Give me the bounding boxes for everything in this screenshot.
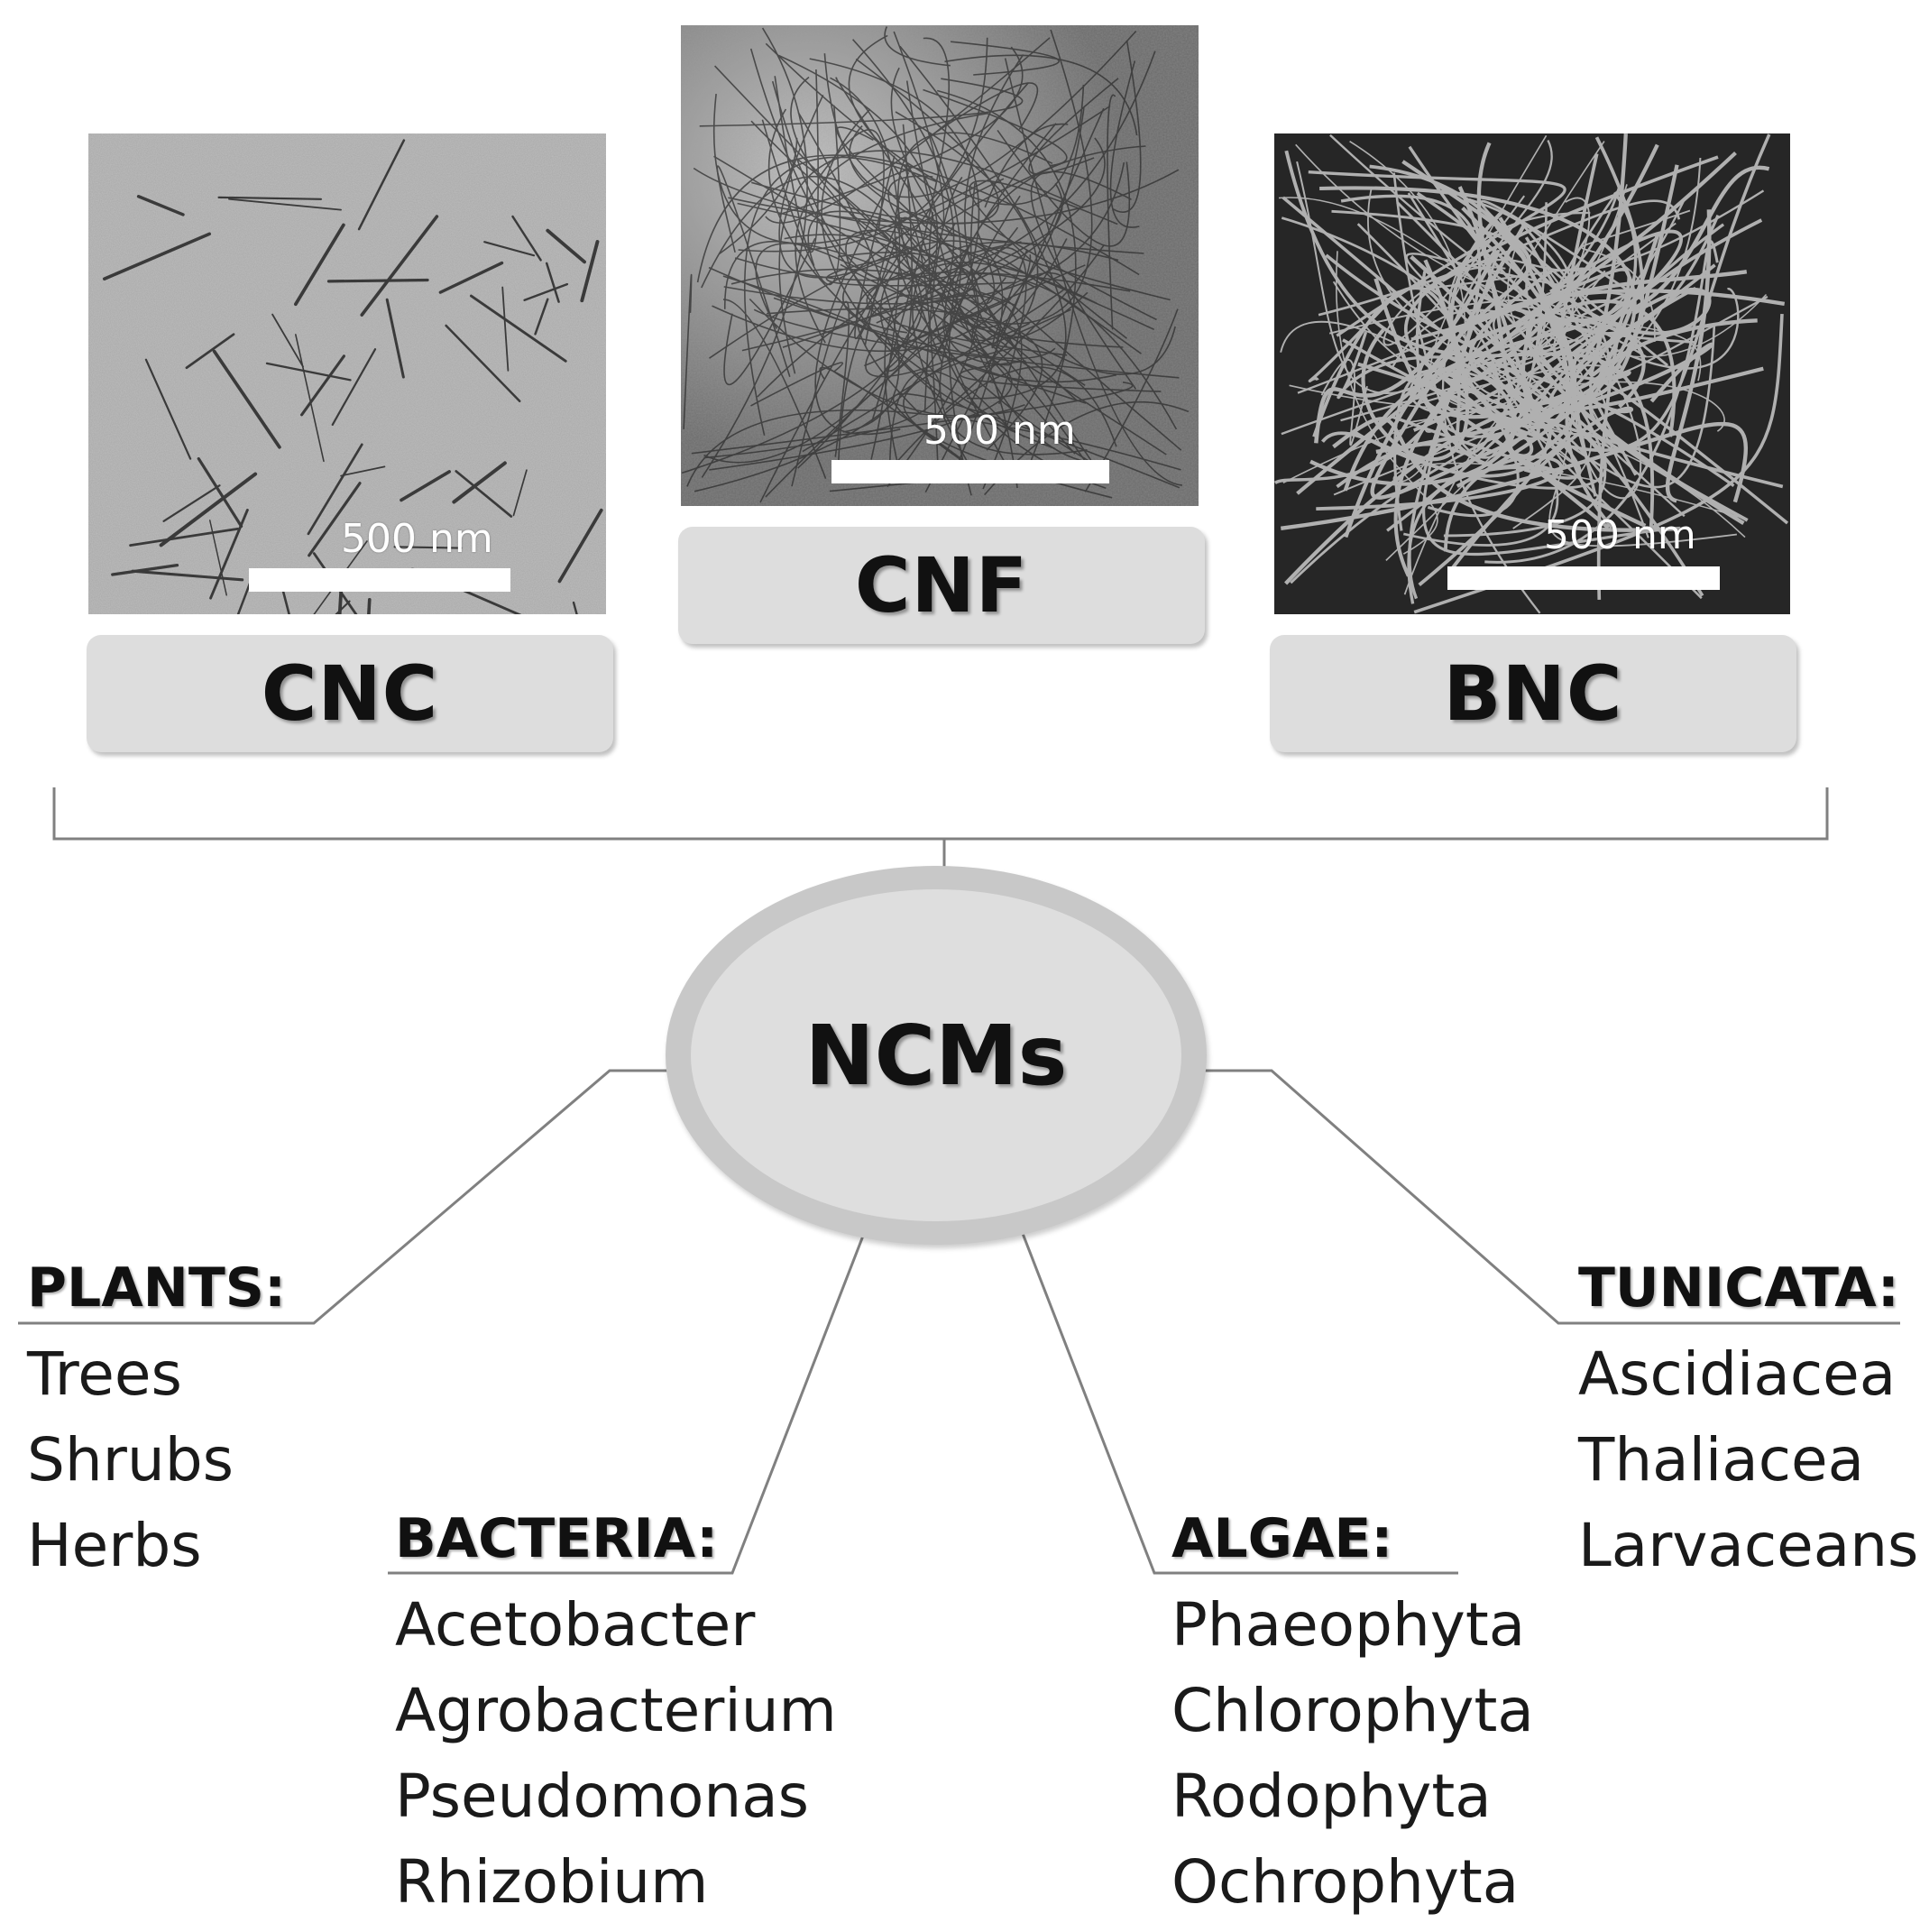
bnc-label: BNC [1443, 649, 1623, 738]
bnc-micrograph [1274, 133, 1790, 614]
cnc-micrograph [88, 133, 606, 614]
list-item: Shrubs [27, 1425, 234, 1495]
ncms-hub: NCMs [666, 866, 1207, 1245]
list-item: Larvaceans [1578, 1511, 1919, 1580]
cnf-tag: CNF [678, 527, 1205, 644]
cnf-label: CNF [854, 541, 1029, 630]
list-item: Ochrophyta [1171, 1847, 1520, 1917]
list-item: Pseudomonas [395, 1762, 810, 1831]
tunicata-group: TUNICATA: Ascidiacea Thaliacea Larvacean… [1578, 1261, 1918, 1588]
list-item: Chlorophyta [1171, 1676, 1534, 1745]
tunicata-list: Ascidiacea Thaliacea Larvaceans [1578, 1331, 1918, 1588]
ncms-label: NCMs [804, 1007, 1068, 1104]
list-item: Ascidiacea [1578, 1339, 1897, 1409]
cnf-scale-label: 500 nm [923, 408, 1076, 454]
algae-title: ALGAE: [1171, 1507, 1393, 1570]
bracket-line [52, 787, 1829, 841]
list-item: Phaeophyta [1171, 1590, 1526, 1660]
bacteria-list: Acetobacter Agrobacterium Pseudomonas Rh… [395, 1582, 837, 1925]
bnc-scale-bar [1447, 566, 1720, 590]
cnf-micrograph [681, 25, 1199, 506]
list-item: Thaliacea [1578, 1425, 1865, 1495]
list-item: Agrobacterium [395, 1676, 837, 1745]
cnc-tag: CNC [87, 635, 613, 752]
list-item: Trees [27, 1339, 182, 1409]
bnc-tag: BNC [1270, 635, 1796, 752]
bacteria-title: BACTERIA: [395, 1507, 719, 1570]
algae-group: ALGAE: Phaeophyta Chlorophyta Rodophyta … [1171, 1512, 1534, 1925]
cnc-scale-bar [249, 568, 510, 592]
bacteria-connector [388, 1214, 873, 1575]
list-item: Herbs [27, 1511, 202, 1580]
ncms-hub-inner: NCMs [691, 889, 1181, 1221]
plants-group: PLANTS: Trees Shrubs Herbs [27, 1261, 286, 1588]
list-item: Acetobacter [395, 1590, 756, 1660]
cnf-scale-bar [831, 460, 1109, 483]
list-item: Rodophyta [1171, 1762, 1492, 1831]
plants-title: PLANTS: [27, 1256, 286, 1320]
cnc-scale-label: 500 nm [341, 516, 493, 562]
tunicata-title: TUNICATA: [1578, 1256, 1899, 1320]
plants-list: Trees Shrubs Herbs [27, 1331, 286, 1588]
algae-connector [1014, 1214, 1458, 1575]
tunicata-connector [1203, 1069, 1900, 1325]
cnc-label: CNC [261, 649, 439, 738]
plants-connector [18, 1069, 678, 1325]
list-item: Rhizobium [395, 1847, 709, 1917]
algae-list: Phaeophyta Chlorophyta Rodophyta Ochroph… [1171, 1582, 1534, 1925]
bacteria-group: BACTERIA: Acetobacter Agrobacterium Pseu… [395, 1512, 837, 1925]
bnc-scale-label: 500 nm [1544, 512, 1696, 558]
